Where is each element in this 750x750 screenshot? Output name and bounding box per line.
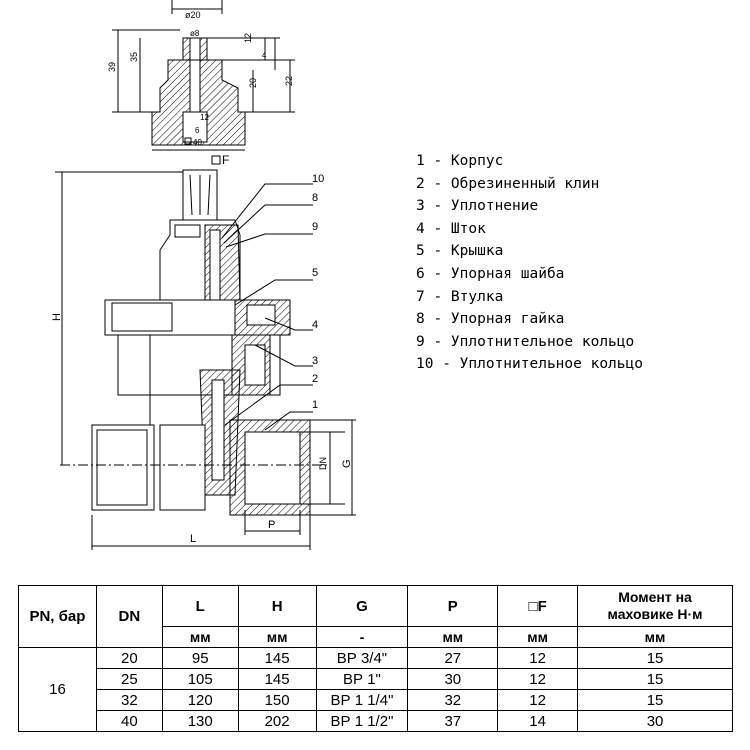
callout-3: 3 — [312, 355, 318, 367]
cell-h: 145 — [237, 647, 317, 669]
cell-f: 12 — [497, 647, 579, 669]
parts-legend: 1 - Корпус 2 - Обрезиненный клин 3 - Упл… — [416, 150, 643, 376]
pn-value: 16 — [18, 647, 97, 732]
callout-1: 1 — [312, 399, 318, 411]
legend-item: 8 - Упорная гайка — [416, 311, 565, 328]
legend-item: 9 - Уплотнительное кольцо — [416, 333, 635, 350]
dim-d8: ø8 — [190, 29, 200, 38]
dim-20: 20 — [248, 78, 258, 88]
dim-12-top: 12 — [243, 33, 253, 43]
dim-DN: DN — [318, 457, 328, 470]
col-header-g: G — [315, 585, 409, 627]
valve-drawing: ø20 ø8 39 35 12 4 20 22 12 6 40 — [51, 0, 356, 550]
callout-4: 4 — [312, 319, 318, 331]
spec-table: PN, бар DN L H G P □F Момент на маховике… — [18, 585, 733, 732]
col-header-l: L — [161, 585, 239, 627]
cell-h: 145 — [237, 668, 317, 690]
col-header-f: □F — [497, 585, 579, 627]
legend-item: 3 - Уплотнение — [416, 198, 539, 215]
unit-g: - — [315, 626, 409, 648]
dim-22: 22 — [284, 76, 294, 86]
unit-moment: мм — [577, 626, 733, 648]
cell-h: 150 — [237, 689, 317, 711]
dim-P: P — [268, 519, 275, 531]
cell-g: ВР 1 1/4" — [315, 689, 409, 711]
dim-12-bottom: 12 — [200, 113, 209, 122]
cell-p: 30 — [407, 668, 499, 690]
cell-g: ВР 1" — [315, 668, 409, 690]
legend-item: 6 - Упорная шайба — [416, 265, 565, 282]
cell-dn: 32 — [95, 689, 163, 711]
cell-l: 105 — [161, 668, 239, 690]
cell-l: 95 — [161, 647, 239, 669]
table-header-row: PN, бар DN L H G P □F Момент на маховике… — [18, 585, 733, 648]
dim-G: G — [341, 459, 353, 468]
table-row: 25 105 145 ВР 1" 30 12 15 — [19, 668, 733, 690]
cell-p: 27 — [407, 647, 499, 669]
table-units-row: мм мм - мм мм мм — [19, 626, 733, 648]
legend-item: 1 - Корпус — [416, 153, 504, 169]
unit-h: мм — [237, 626, 317, 648]
cell-moment: 30 — [577, 710, 733, 732]
cell-moment: 15 — [577, 647, 733, 669]
col-header-p: P — [407, 585, 499, 627]
legend-item: 7 - Втулка — [416, 288, 504, 305]
legend-item: 5 - Крышка — [416, 243, 504, 260]
legend-item: 4 - Шток — [416, 220, 486, 237]
cell-f: 14 — [497, 710, 579, 732]
callout-10: 10 — [312, 173, 324, 185]
legend-item: 2 - Обрезиненный клин — [416, 175, 600, 192]
cell-dn: 20 — [95, 647, 163, 669]
col-header-dn: DN — [95, 585, 163, 648]
square-symbol-40 — [184, 137, 192, 145]
col-header-moment: Момент на маховике Н·м — [577, 585, 733, 627]
dim-L: L — [190, 533, 196, 545]
legend-item: 10 - Уплотнительное кольцо — [416, 356, 643, 373]
cell-f: 12 — [497, 689, 579, 711]
cell-p: 37 — [407, 710, 499, 732]
callout-2: 2 — [312, 373, 318, 385]
hub-section-view — [112, 0, 295, 151]
dim-sqF: F — [222, 153, 229, 167]
unit-l: мм — [161, 626, 239, 648]
cell-l: 120 — [161, 689, 239, 711]
table-row: 32 120 150 ВР 1 1/4" 32 12 15 — [19, 689, 733, 711]
cell-l: 130 — [161, 710, 239, 732]
callout-5: 5 — [312, 267, 318, 279]
dim-H: H — [51, 313, 63, 321]
cell-p: 32 — [407, 689, 499, 711]
dim-35: 35 — [129, 52, 139, 62]
unit-f: мм — [497, 626, 579, 648]
cell-g: ВР 3/4" — [315, 647, 409, 669]
unit-p: мм — [407, 626, 499, 648]
table-row: 16 20 95 145 ВР 3/4" 27 12 15 — [18, 647, 733, 732]
dim-4: 4 — [262, 51, 267, 60]
cell-moment: 15 — [577, 668, 733, 690]
dim-d20: ø20 — [185, 10, 201, 20]
table-row: 40 130 202 ВР 1 1/2" 37 14 30 — [19, 710, 733, 732]
dim-39: 39 — [107, 62, 117, 72]
cell-g: ВР 1 1/2" — [315, 710, 409, 732]
cell-dn: 40 — [95, 710, 163, 732]
dim-6: 6 — [195, 126, 200, 135]
cell-f: 12 — [497, 668, 579, 690]
cell-moment: 15 — [577, 689, 733, 711]
cell-h: 202 — [237, 710, 317, 732]
cell-dn: 25 — [95, 668, 163, 690]
callout-9: 9 — [312, 221, 318, 233]
dim-40: 40 — [193, 138, 202, 147]
col-header-h: H — [237, 585, 317, 627]
col-header-pn: PN, бар — [18, 585, 97, 648]
callout-8: 8 — [312, 192, 318, 204]
valve-main-view — [55, 155, 356, 550]
